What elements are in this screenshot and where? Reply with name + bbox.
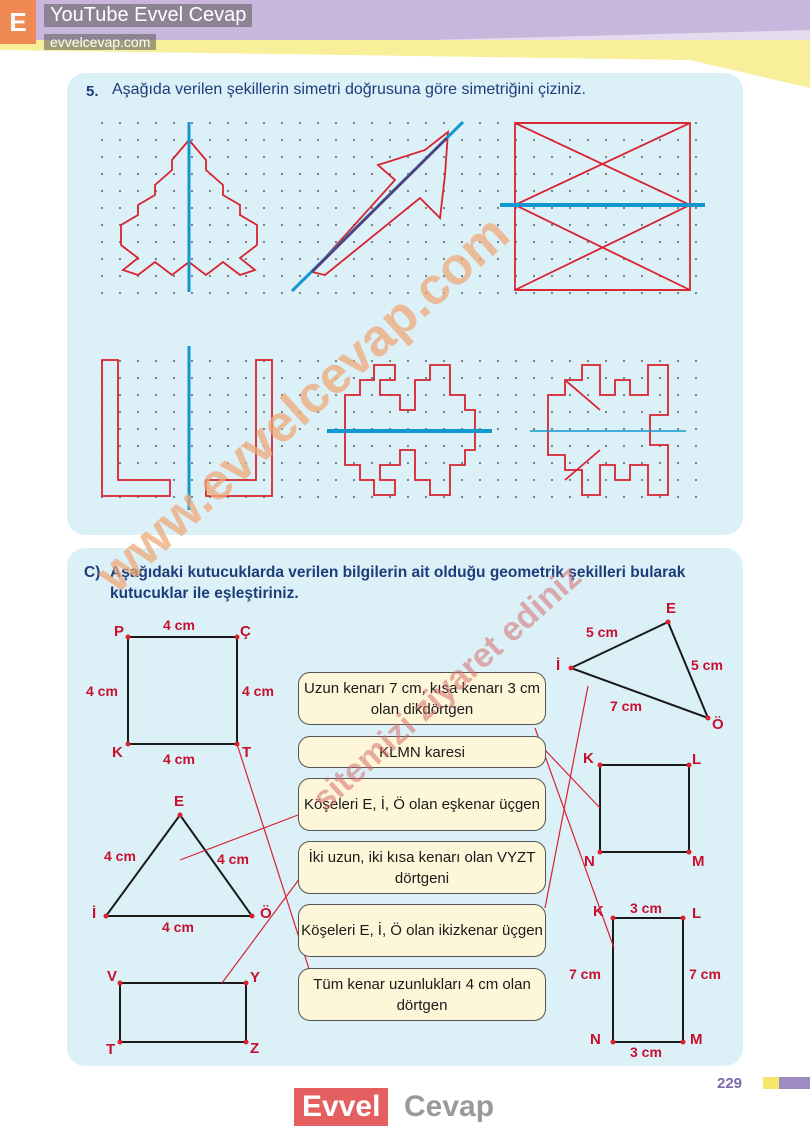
info-box[interactable]: Köşeleri E, İ, Ö olan eşkenar üçgen — [298, 778, 546, 831]
x-figure — [514, 122, 691, 291]
vertex-dots — [103, 619, 711, 1045]
vertex-label: K — [593, 903, 604, 920]
side-length: 7 cm — [610, 698, 642, 714]
rect-klmn — [612, 917, 684, 1043]
square-klmn — [599, 764, 690, 853]
vertex-label: T — [106, 1041, 116, 1058]
arrow-figure — [311, 130, 450, 276]
section-c-label: C) — [84, 564, 101, 581]
info-box[interactable]: İki uzun, iki kısa kenarı olan VYZT dört… — [298, 841, 546, 894]
side-length: 3 cm — [630, 900, 662, 916]
side-length: 4 cm — [104, 848, 136, 864]
section-c-text-1: Aşağıdaki kutucuklarda verilen bilgileri… — [110, 564, 686, 581]
question-number: 5. — [86, 83, 99, 100]
tree-figure — [120, 139, 258, 277]
block-figure — [547, 364, 669, 496]
info-box[interactable]: KLMN karesi — [298, 736, 546, 768]
side-length: 4 cm — [86, 683, 118, 699]
brand-evvel: Evvel — [294, 1088, 389, 1126]
vertex-label: İ — [92, 905, 97, 922]
l-shapes — [101, 359, 273, 497]
section-c-text-2: kutucuklar ile eşleştiriniz. — [110, 585, 299, 602]
side-length: 7 cm — [569, 966, 601, 982]
vertex-label: Ç — [240, 623, 251, 640]
vertex-label: P — [114, 623, 125, 640]
vertex-label: E — [666, 600, 677, 617]
channel-title: YouTube Evvel Cevap — [44, 4, 253, 27]
page-tab-purple — [779, 1077, 810, 1089]
square-pckt — [127, 636, 238, 745]
vertex-label: V — [107, 968, 118, 985]
dot-grid-1 — [98, 118, 708, 298]
side-length: 5 cm — [586, 624, 618, 640]
zigzag-figure — [344, 364, 476, 496]
vertex-label: K — [112, 744, 123, 761]
side-length: 4 cm — [242, 683, 274, 699]
matching-lines — [179, 685, 615, 984]
rect-vyzt — [119, 982, 247, 1043]
side-length: 4 cm — [163, 751, 195, 767]
vertex-label: Z — [250, 1040, 260, 1057]
info-box[interactable]: Köşeleri E, İ, Ö olan ikizkenar üçgen — [298, 904, 546, 957]
equilateral-triangle — [104, 813, 254, 917]
info-box[interactable]: Tüm kenar uzunlukları 4 cm olan dörtgen — [298, 968, 546, 1021]
side-length: 3 cm — [630, 1044, 662, 1060]
vertex-label: L — [692, 905, 702, 922]
vertex-label: Ö — [712, 716, 724, 733]
vertex-label: E — [174, 793, 185, 810]
info-box[interactable]: Uzun kenarı 7 cm, kısa kenarı 3 cm olan … — [298, 672, 546, 725]
vertex-label: T — [242, 744, 252, 761]
side-length: 4 cm — [163, 617, 195, 633]
vertex-label: K — [583, 750, 594, 767]
page-number: 229 — [717, 1075, 743, 1092]
vertex-label: L — [692, 751, 702, 768]
vertex-label: Ö — [260, 905, 272, 922]
logo-badge: E — [0, 0, 36, 44]
vertex-label: Y — [250, 969, 261, 986]
site-url[interactable]: evvelcevap.com — [44, 34, 157, 50]
vertex-label: M — [692, 853, 705, 870]
side-length: 4 cm — [162, 919, 194, 935]
isosceles-triangle — [568, 620, 710, 720]
side-length: 7 cm — [689, 966, 721, 982]
brand-cevap: Cevap — [404, 1090, 495, 1123]
vertex-label: M — [690, 1031, 703, 1048]
question-text: Aşağıda verilen şekillerin simetri doğru… — [112, 81, 586, 98]
arrow-diagonal — [311, 137, 448, 273]
page-tab-yellow — [763, 1077, 779, 1089]
side-length: 5 cm — [691, 657, 723, 673]
vertex-label: İ — [556, 657, 561, 674]
vertex-label: N — [584, 853, 595, 870]
header-stripe — [0, 30, 810, 88]
vertex-label: N — [590, 1031, 601, 1048]
dot-grid-2 — [98, 345, 708, 510]
side-length: 4 cm — [217, 851, 249, 867]
